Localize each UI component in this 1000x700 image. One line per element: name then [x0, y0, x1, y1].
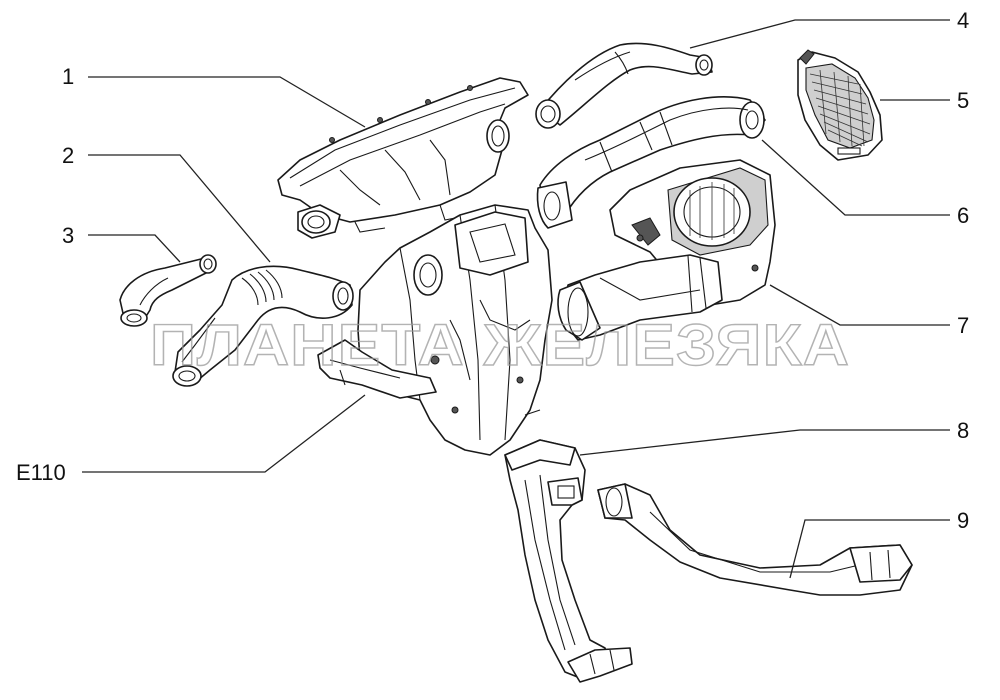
leader-line-6 [761, 139, 950, 216]
part-6-center-duct-pipe [536, 96, 766, 229]
leader-line-1 [88, 76, 366, 128]
callout-8: 8 [957, 418, 969, 443]
callout-e110: E110 [16, 460, 66, 485]
part-3-elbow-hose [119, 254, 217, 327]
leader-line-9 [789, 519, 950, 579]
part-2-side-duct-hose [172, 265, 354, 387]
part-7-blower-housing [557, 159, 776, 341]
callout-4: 4 [957, 8, 969, 33]
leader-line-2 [88, 154, 271, 263]
callout-9: 9 [957, 508, 969, 533]
callout-6: 6 [957, 203, 969, 228]
leader-line-7 [769, 284, 950, 326]
leader-line-8 [579, 429, 950, 456]
callout-2: 2 [62, 143, 74, 168]
part-8-rear-floor-duct [504, 439, 633, 683]
leader-line-e110 [82, 394, 366, 473]
e110-heater-housing [317, 204, 553, 456]
part-1-defroster-nozzle [277, 77, 529, 239]
leader-line-4 [689, 19, 950, 49]
part-4-upper-duct-pipe [535, 42, 713, 129]
part-9-floor-distribution-duct [597, 483, 913, 596]
callout-1: 1 [62, 64, 74, 89]
callout-7: 7 [957, 313, 969, 338]
part-5-side-vent-grille [797, 49, 883, 161]
callout-5: 5 [957, 88, 969, 113]
leader-line-3 [88, 234, 181, 263]
callout-3: 3 [62, 223, 74, 248]
watermark-text: ПЛАНЕТА ЖЕЛЕЗЯКА [150, 313, 850, 378]
